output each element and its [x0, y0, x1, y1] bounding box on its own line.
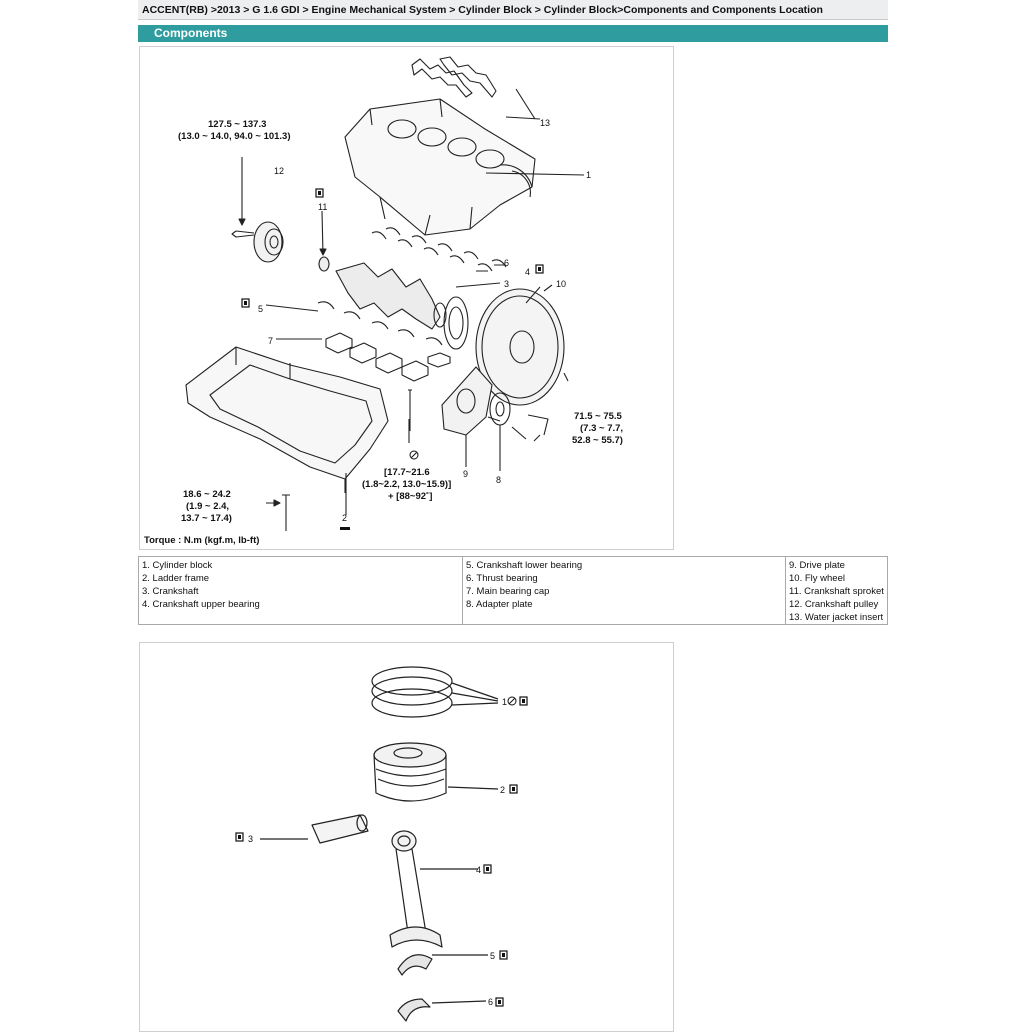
replace-part-icon — [315, 188, 324, 198]
callout-2: 2 — [500, 785, 505, 795]
callout-10: 10 — [556, 279, 566, 289]
callout-6: 6 — [488, 997, 493, 1007]
legend-item: 5. Crankshaft lower bearing — [466, 560, 583, 571]
callout-3: 3 — [248, 834, 253, 844]
section-title: Components — [138, 25, 888, 42]
callout-11: 11 — [318, 202, 327, 212]
replace-part-icon — [519, 696, 528, 706]
cylinder-block-exploded-diagram: 13 1 12 11 6 4 3 10 5 7 9 8 2 127.5 ~ 13… — [139, 46, 674, 550]
piston-drawing: 1 2 3 4 5 6 — [235, 666, 528, 1022]
callout-2: 2 — [342, 513, 347, 523]
legend-item: 13. Water jacket insert — [789, 612, 884, 623]
legend-item: 7. Main bearing cap — [466, 586, 550, 597]
torque-pulley-line1: 127.5 ~ 137.3 — [208, 119, 266, 130]
callout-1: 1 — [586, 170, 591, 180]
torque-ladder-line2: (1.9 ~ 2.4, — [186, 501, 229, 512]
torque-flywheel-line1: 71.5 ~ 75.5 — [574, 411, 623, 422]
legend-item: 4. Crankshaft upper bearing — [142, 599, 260, 610]
legend-item: 9. Drive plate — [789, 560, 845, 571]
callout-6: 6 — [504, 258, 509, 268]
legend-item: 8. Adapter plate — [466, 599, 533, 610]
replace-part-icon — [509, 784, 518, 794]
legend-column-1: 1. Cylinder block 2. Ladder frame 3. Cra… — [139, 557, 462, 624]
legend-item: 3. Crankshaft — [142, 586, 199, 597]
replace-part-icon — [499, 950, 508, 960]
legend-item: 6. Thrust bearing — [466, 573, 538, 584]
do-not-reuse-icon — [409, 450, 419, 460]
cylinder-block-drawing: 13 1 12 11 6 4 3 10 5 7 9 8 2 127.5 ~ 13… — [144, 56, 623, 546]
callout-1: 1 — [502, 697, 507, 707]
callout-4: 4 — [476, 865, 481, 875]
replace-part-icon — [241, 298, 250, 308]
piston-connecting-rod-diagram: 1 2 3 4 5 6 — [139, 642, 674, 1032]
sealant-icon — [340, 527, 350, 530]
torque-flywheel-line2: (7.3 ~ 7.7, — [580, 423, 623, 434]
callout-8: 8 — [496, 475, 501, 485]
legend-item: 2. Ladder frame — [142, 573, 210, 584]
torque-ladder-line3: 13.7 ~ 17.4) — [181, 513, 232, 524]
replace-part-icon — [535, 264, 544, 274]
callout-7: 7 — [268, 336, 273, 346]
legend-column-3: 9. Drive plate 10. Fly wheel 11. Cranksh… — [785, 557, 887, 624]
callout-12: 12 — [274, 166, 284, 176]
do-not-reuse-icon — [507, 696, 517, 706]
replace-part-icon — [235, 832, 244, 842]
legend-item: 11. Crankshaft sproket — [789, 586, 884, 597]
torque-main-cap-line1: [17.7~21.6 — [384, 467, 430, 478]
callout-9: 9 — [463, 469, 468, 479]
torque-pulley-line2: (13.0 ~ 14.0, 94.0 ~ 101.3) — [178, 131, 291, 142]
replace-part-icon — [495, 997, 504, 1007]
legend-item: 12. Crankshaft pulley — [789, 599, 879, 610]
breadcrumb: ACCENT(RB) >2013 > G 1.6 GDI > Engine Me… — [138, 0, 888, 20]
callout-3: 3 — [504, 279, 509, 289]
components-legend-table: 1. Cylinder block 2. Ladder frame 3. Cra… — [138, 556, 888, 625]
callout-5: 5 — [490, 951, 495, 961]
replace-part-icon — [483, 864, 492, 874]
callout-13: 13 — [540, 118, 550, 128]
legend-column-2: 5. Crankshaft lower bearing 6. Thrust be… — [462, 557, 785, 624]
torque-unit-note: Torque : N.m (kgf.m, lb-ft) — [144, 535, 259, 546]
torque-main-cap-line2: (1.8~2.2, 13.0~15.9)] — [362, 479, 451, 490]
callout-5: 5 — [258, 304, 263, 314]
torque-main-cap-line3: + [88~92˚] — [388, 491, 432, 502]
legend-item: 1. Cylinder block — [142, 560, 213, 571]
torque-flywheel-line3: 52.8 ~ 55.7) — [572, 435, 623, 446]
legend-item: 10. Fly wheel — [789, 573, 845, 584]
callout-4: 4 — [525, 267, 530, 277]
torque-ladder-line1: 18.6 ~ 24.2 — [183, 489, 231, 500]
